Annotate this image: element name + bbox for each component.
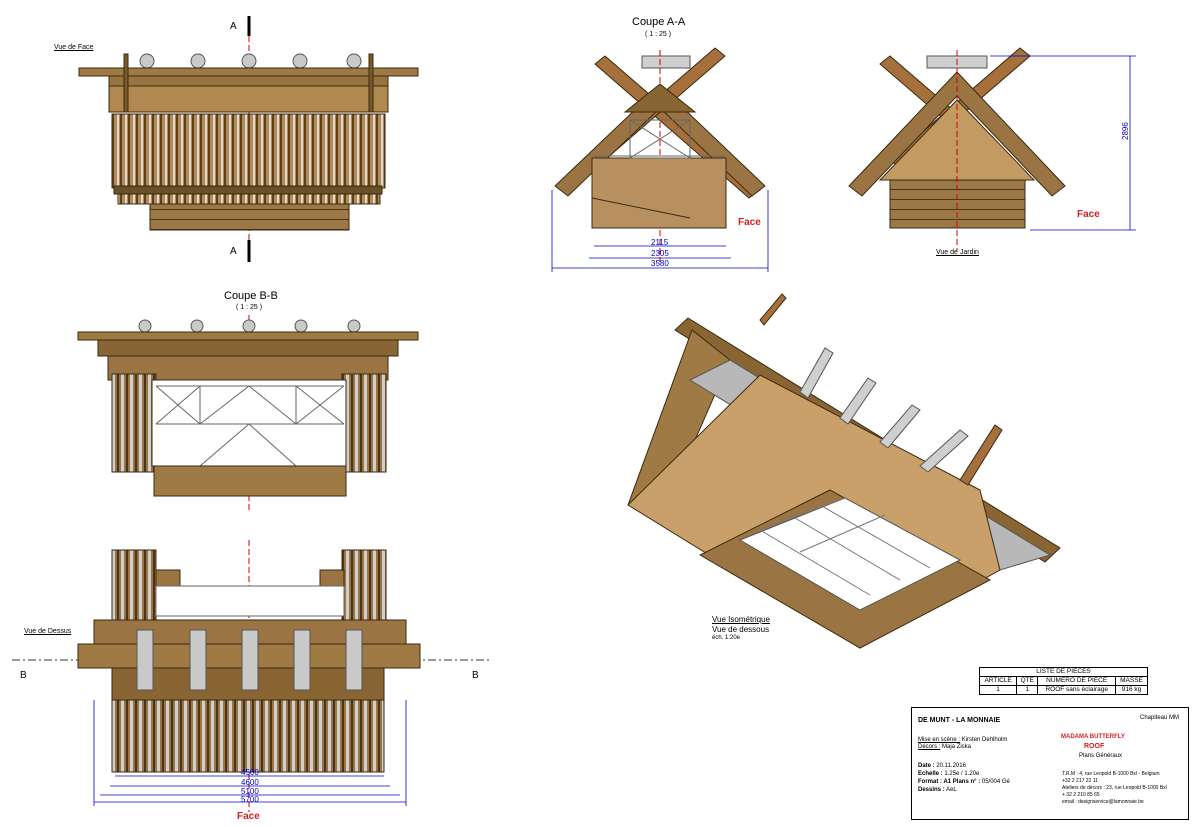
- section-mark-b-right: B: [472, 670, 479, 681]
- mise-en-scene-value: Kirsten Dehlholm: [961, 737, 1008, 743]
- top-view-label: Vue de Dessus: [24, 628, 72, 635]
- section-bb-title: Coupe B-B: [224, 290, 278, 302]
- decors-label: Décors :: [918, 744, 941, 750]
- section-aa-title: Coupe A-A: [632, 16, 686, 28]
- parts-list-title: LISTE DE PIECES: [979, 667, 1148, 677]
- date-label: Date :: [918, 763, 935, 769]
- ateliers-phone: + 32 2 210 85 65: [1062, 792, 1100, 798]
- project-code: Chapiteau MM: [1140, 715, 1180, 721]
- top-view-face-label: Face: [237, 811, 260, 822]
- dim-4600: 4600: [241, 778, 259, 787]
- parts-list: LISTE DE PIECES ARTICLE QTE NUMERO DE PI…: [978, 667, 1148, 695]
- section-mark-b-left: B: [20, 670, 27, 681]
- garden-view-label: Vue de Jardin: [936, 249, 979, 256]
- ateliers-address: Ateliers de décors : 23, rue Leopold B-1…: [1062, 785, 1167, 791]
- parts-col-qte: QTE: [1016, 676, 1039, 686]
- echelle-value: 1.25e / 1.20e: [944, 771, 980, 777]
- mise-en-scene-label: Mise en scène :: [918, 737, 961, 743]
- dim-3580: 3580: [651, 259, 669, 268]
- garden-view: [848, 47, 1136, 250]
- parts-cell: 916 kg: [1115, 685, 1148, 695]
- trm-address: T.R.M : 4, rue Leopold B-1000 Bxl - Belg…: [1062, 771, 1160, 777]
- front-view-label: Vue de Face: [54, 44, 94, 51]
- dim-5700: 5700: [241, 795, 259, 804]
- dim-5100: 5100: [241, 787, 259, 796]
- parts-cell: 1: [978, 685, 1018, 695]
- echelle-label: Echelle :: [918, 771, 943, 777]
- production-title: MADAMA BUTTERFLY: [1061, 734, 1125, 740]
- subject-title: ROOF: [1084, 743, 1105, 750]
- front-view: [78, 16, 419, 262]
- format-label: Format : A1 Plans n° :: [918, 779, 981, 785]
- company-name: DE MUNT - LA MONNAIE: [918, 717, 1001, 724]
- dessins-label: Dessins :: [918, 787, 945, 793]
- decors-value: Maja Ziska: [942, 744, 972, 750]
- dim-4500: 4500: [241, 768, 259, 777]
- section-mark-a-bottom: A: [230, 246, 237, 257]
- parts-cell: 1: [1016, 685, 1039, 695]
- dim-2305: 2305: [651, 249, 669, 258]
- parts-cell: ROOF sans éclairage: [1037, 685, 1117, 695]
- format-value: 05/004 Gé: [981, 779, 1010, 785]
- iso-view-scale: éch. 1:20e: [712, 635, 741, 641]
- parts-col-masse: MASSE: [1115, 676, 1148, 686]
- dim-2115: 2115: [651, 238, 669, 247]
- section-mark-a-top: A: [230, 21, 237, 32]
- email: email : designservice@lamonnaie.be: [1062, 799, 1144, 805]
- section-aa-scale: ( 1 : 25 ): [645, 31, 672, 38]
- sheet-type: Plans Généraux: [1079, 753, 1123, 759]
- title-block: DE MUNT - LA MONNAIE Chapiteau MM Mise e…: [911, 707, 1189, 820]
- garden-face-label: Face: [1077, 209, 1100, 220]
- dessins-value: AeL: [946, 787, 957, 793]
- date-value: 20.11.2016: [936, 763, 966, 769]
- top-view: [12, 540, 490, 812]
- isometric-view: [627, 293, 1061, 649]
- parts-col-numero: NUMERO DE PIECE: [1037, 676, 1117, 686]
- section-bb-scale: ( 1 : 25 ): [236, 304, 263, 311]
- table-row: 1 1 ROOF sans éclairage 916 kg: [978, 685, 1148, 695]
- trm-phone: +32 2 217 22 11: [1062, 778, 1098, 784]
- section-aa: [551, 47, 769, 272]
- section-aa-face-label: Face: [738, 217, 761, 228]
- parts-col-article: ARTICLE: [978, 676, 1018, 686]
- dim-2896: 2896: [1121, 122, 1130, 140]
- iso-view-sublabel: Vue de dessous: [712, 625, 770, 634]
- iso-view-label: Vue Isométrique: [712, 615, 770, 624]
- section-bb: [77, 315, 419, 510]
